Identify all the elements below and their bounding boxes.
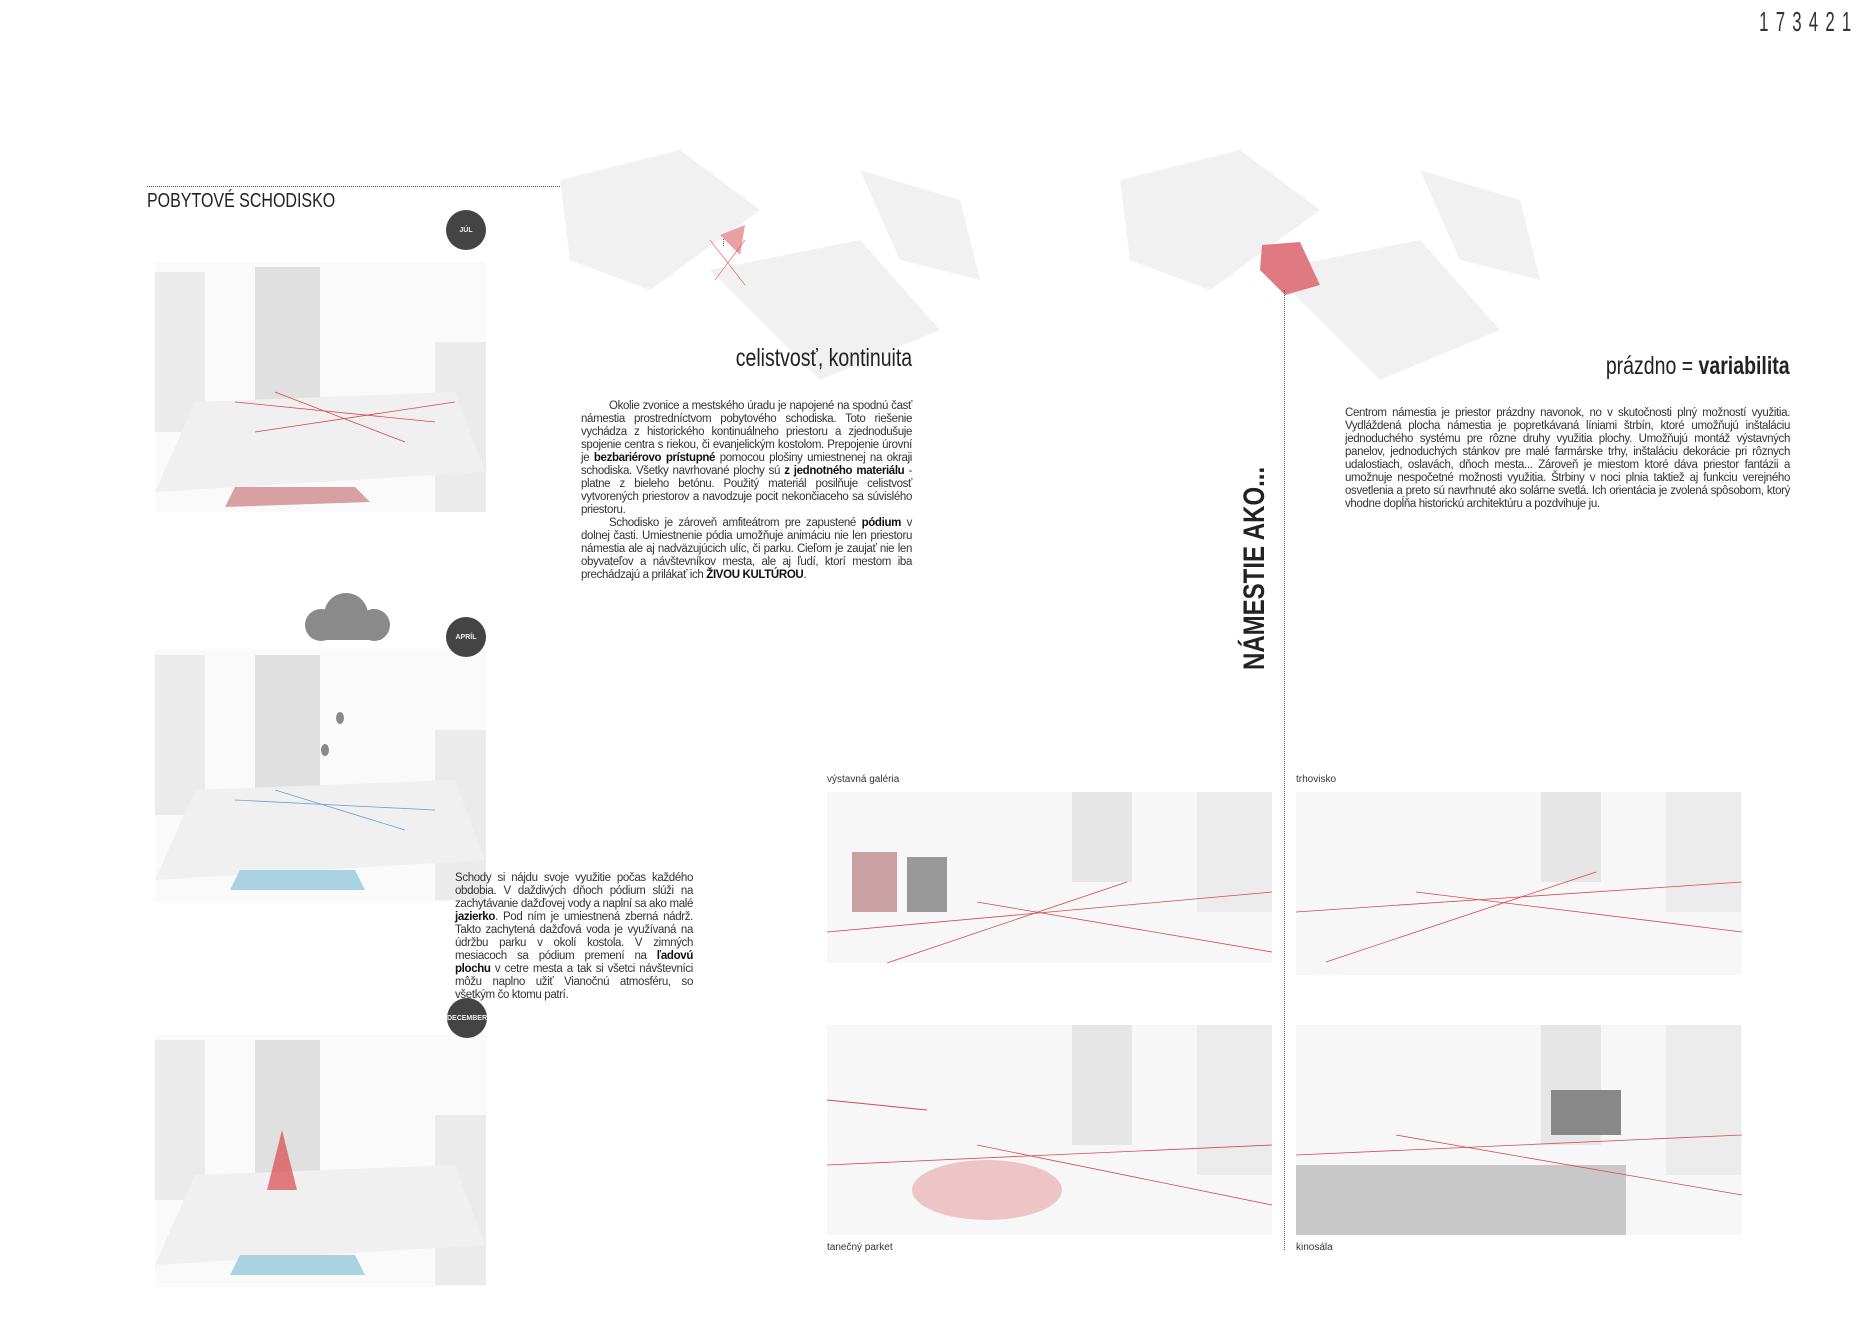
cloud-icon xyxy=(296,590,401,645)
sheet-code: 173421 xyxy=(1758,6,1858,37)
divider-line xyxy=(1284,290,1285,1250)
scene-cinema xyxy=(1296,1025,1742,1235)
heading-variability: prázdno = variabilita xyxy=(1606,352,1790,380)
square-text: Centrom námestia je priestor prázdny nav… xyxy=(1345,407,1790,510)
leader-line xyxy=(147,186,724,187)
month-badge-jul: JÚL xyxy=(446,210,486,250)
month-badge-april: APRÍL xyxy=(446,617,486,657)
month-badge-december: DECEMBER xyxy=(447,998,487,1038)
site-map-right xyxy=(1120,150,1560,400)
site-map-left xyxy=(560,150,1000,400)
scene-market xyxy=(1296,792,1742,975)
scene-dance-floor xyxy=(827,1025,1272,1235)
heading-continuity: celistvosť, kontinuita xyxy=(735,344,912,372)
rain-text: Schody si nájdu svoje využitie počas kaž… xyxy=(455,872,693,1001)
render-spring xyxy=(155,650,486,902)
section-title: POBYTOVÉ SCHODISKO xyxy=(147,190,336,212)
vertical-title: NÁMESTIE AKO... xyxy=(1238,466,1271,670)
staircase-text: Okolie zvonice a mestského úradu je napo… xyxy=(581,400,912,581)
scene-label: trhovisko xyxy=(1296,774,1337,785)
scene-label: tanečný parket xyxy=(827,1242,893,1253)
render-winter xyxy=(155,1035,486,1287)
scene-gallery xyxy=(827,792,1272,963)
scene-label: výstavná galéria xyxy=(827,774,900,785)
scene-label: kinosála xyxy=(1296,1242,1333,1253)
render-summer xyxy=(155,262,486,512)
